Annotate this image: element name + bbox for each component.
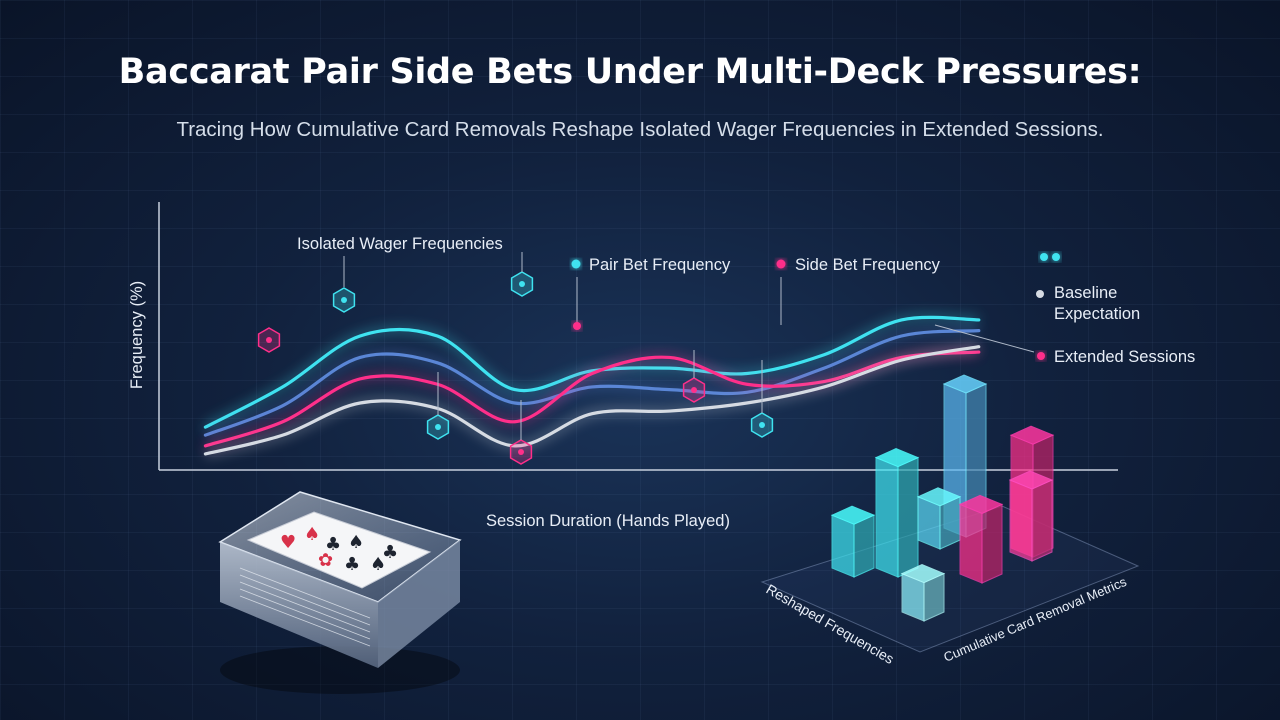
bar-3d-0 [830,505,876,578]
x-axis-label: Session Duration (Hands Played) [486,512,730,530]
bar-3d-7 [1008,470,1054,562]
svg-text:♣: ♣ [382,542,398,563]
bar-3d-6 [900,564,946,622]
series-line-2 [203,350,981,448]
hex-marker-pink-3 [509,439,533,465]
legend-baseline-label: Baseline Expectation [1054,284,1140,323]
series-line-3 [203,345,981,456]
bar-3d-2 [916,487,962,550]
svg-text:♠: ♠ [304,524,320,545]
legend-extended-sessions-label: Extended Sessions [1054,348,1195,366]
series-lines [203,253,1060,458]
hex-marker-pink-1 [257,327,281,353]
hex-marker-cyan-4 [750,412,774,438]
legend-side-bet-label: Side Bet Frequency [795,256,941,274]
annotation-isolated-wager: Isolated Wager Frequencies [297,235,503,253]
series-end-dot-1 [1052,253,1060,261]
hex-marker-cyan-1 [332,287,356,313]
bar-3d-4 [958,494,1004,584]
label-connectors [343,252,1035,440]
card-deck-illustration: ♥ ♠ ♣ ♠ ✿ ♣ ♠ ♣ [218,491,462,694]
legend-pair-bet: Pair Bet Frequency [571,256,731,274]
series-line-1 [203,329,981,437]
pink-dot-marker [573,322,581,330]
series-line-0 [203,315,981,429]
bar-3d-1 [874,448,920,578]
legend-baseline: Baseline Expectation [1036,284,1140,323]
svg-text:♣: ♣ [325,534,341,555]
hex-marker-cyan-2 [510,271,534,297]
legend-pair-bet-label: Pair Bet Frequency [589,256,731,274]
hex-markers [257,271,774,465]
y-axis-label: Frequency (%) [128,281,146,389]
page-subtitle: Tracing How Cumulative Card Removals Res… [176,118,1104,141]
legend-side-bet: Side Bet Frequency [776,256,941,274]
hex-marker-pink-2 [682,377,706,403]
legend-extended-sessions: Extended Sessions [1037,348,1195,366]
hex-marker-cyan-3 [426,414,450,440]
svg-text:♠: ♠ [370,554,386,575]
svg-text:♣: ♣ [344,554,360,575]
svg-text:♥: ♥ [280,532,296,553]
svg-text:♠: ♠ [348,532,364,553]
svg-text:✿: ✿ [318,550,333,571]
page-title: Baccarat Pair Side Bets Under Multi-Deck… [118,52,1142,92]
playing-card: ♥ ♠ ♣ ♠ ✿ ♣ ♠ ♣ [246,511,432,589]
bar-chart-3d [760,374,1140,653]
series-end-dot-0 [1040,253,1048,261]
